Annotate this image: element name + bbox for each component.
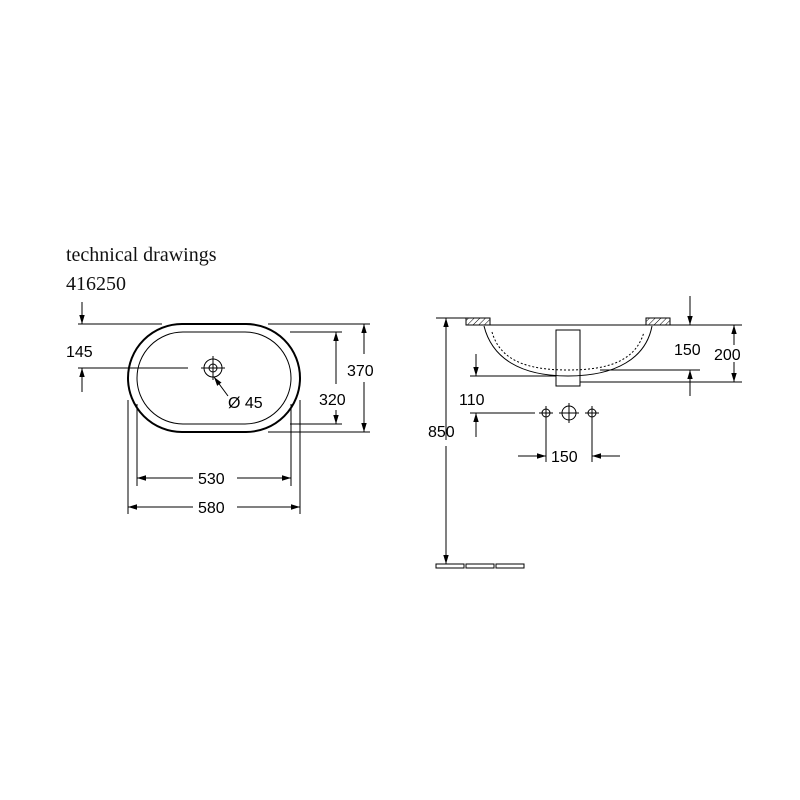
dim-outer-width: 580 bbox=[198, 500, 225, 517]
tap-holes-icon bbox=[539, 403, 599, 423]
countertop-right bbox=[645, 317, 671, 326]
dim-inner-depth: 320 bbox=[319, 392, 346, 409]
basin-outer-outline bbox=[127, 323, 301, 433]
drawing-title: technical drawings bbox=[66, 244, 217, 266]
tap-hole-icon bbox=[201, 356, 225, 380]
top-view: Ø 45 145 370 320 530 bbox=[66, 302, 374, 517]
dim-tap-spacing: 150 bbox=[551, 449, 578, 466]
dim-total-depth: 200 bbox=[714, 347, 741, 364]
basin-inner-outline bbox=[136, 331, 292, 425]
basin-bowl-inner bbox=[491, 331, 645, 371]
article-number: 416250 bbox=[66, 273, 126, 295]
drain-outlet bbox=[555, 329, 581, 387]
basin-bowl-outline bbox=[483, 325, 653, 377]
countertop-left bbox=[465, 317, 491, 326]
floor-line bbox=[435, 563, 525, 569]
dim-bowl-depth: 150 bbox=[674, 342, 701, 359]
dim-inner-width: 530 bbox=[198, 471, 225, 488]
side-view: 850 150 200 110 bbox=[428, 296, 742, 569]
dim-install-height: 850 bbox=[428, 424, 455, 441]
hole-diameter-label: Ø 45 bbox=[228, 395, 263, 412]
dim-drain-height: 110 bbox=[459, 392, 485, 409]
dim-outer-depth: 370 bbox=[347, 363, 374, 380]
dim-hole-offset: 145 bbox=[66, 344, 93, 361]
